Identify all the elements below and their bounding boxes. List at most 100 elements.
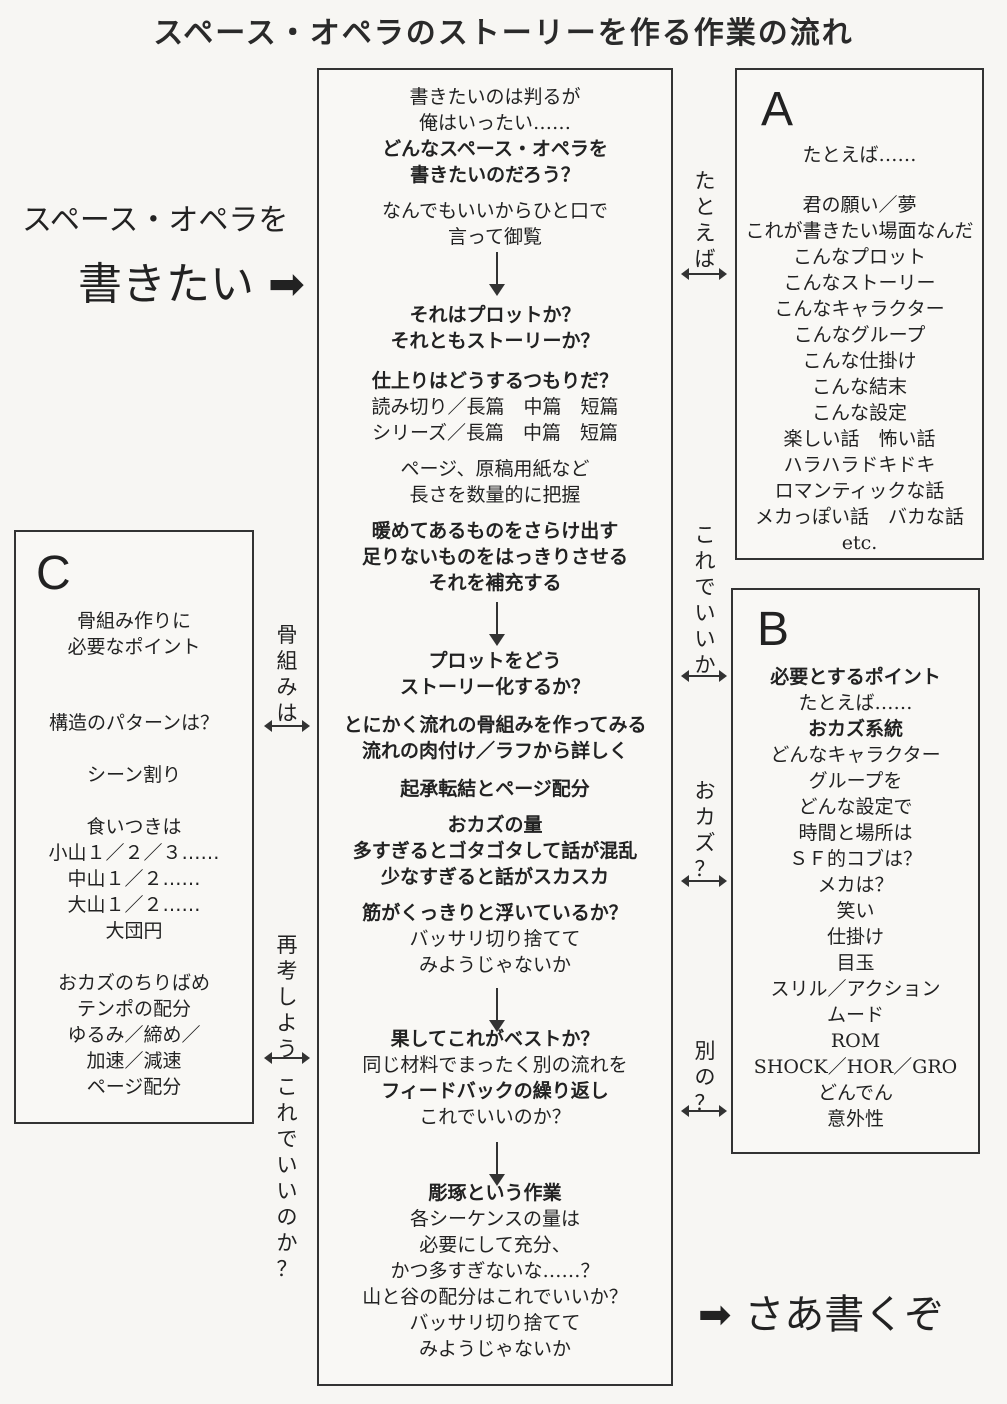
box-a-item: こんなプロット <box>792 246 926 268</box>
box-c-item: 大山１／２…… <box>67 894 201 916</box>
box-c: C 骨組み作りに必要なポイント構造のパターンは？シーン割り食いつきは小山１／２／… <box>14 530 254 1124</box>
box-a-item: こんな設定 <box>811 402 907 424</box>
box-c-item: ページ配分 <box>86 1076 182 1098</box>
box-b-item: おカズ系統 <box>807 718 903 740</box>
center-line: 同じ材料でまったく別の流れを <box>362 1054 628 1076</box>
center-line: 起承転結とページ配分 <box>400 778 590 800</box>
box-b-item: 笑い <box>836 900 875 922</box>
flow-arrow-3 <box>487 988 507 1032</box>
center-line: 多すぎるとゴタゴタして話が混乱 <box>352 840 638 862</box>
box-b-item: スリル／アクション <box>770 978 941 1000</box>
center-line: 足りないものをはっきりさせる <box>361 546 628 568</box>
center-line: どんなスペース・オペラを <box>382 138 608 160</box>
center-line: みようじゃないか <box>418 954 571 976</box>
center-line: なんでもいいからひと口で <box>381 200 609 222</box>
connector-koredeiika: これでいいか <box>694 523 716 677</box>
connector-arrow-c2 <box>264 1052 310 1064</box>
flow-arrow-2 <box>487 602 507 646</box>
center-line: 読み切り／長篇 中篇 短篇 <box>371 396 619 418</box>
box-b-item: SHOCK／HOR／GRO <box>753 1056 958 1078</box>
box-a-item: etc. <box>841 532 878 554</box>
box-c-item: おカズのちりばめ <box>57 972 210 994</box>
center-line: 暖めてあるものをさらけ出す <box>371 520 619 542</box>
box-c-item: 食いつきは <box>86 816 182 838</box>
box-a-item: ハラハラドキドキ <box>783 454 936 476</box>
center-line: 必要にして充分、 <box>419 1234 571 1256</box>
center-line: それはプロットか？ <box>409 304 581 326</box>
center-line: 流れの肉付け／ラフから詳しく <box>361 740 628 762</box>
box-a-item: メカっぽい話 バカな話 <box>754 506 964 528</box>
box-b-item: 仕掛け <box>826 926 884 948</box>
flow-arrow-4 <box>487 1142 507 1186</box>
center-line: フィードバックの繰り返し <box>381 1080 609 1102</box>
center-line: 書きたいのは判るが <box>409 86 581 108</box>
center-line: シリーズ／長篇 中篇 短篇 <box>371 422 619 444</box>
connector-arrow-a <box>681 268 727 280</box>
box-b-item: 時間と場所は <box>798 822 913 844</box>
box-b-item: 目玉 <box>836 952 875 974</box>
box-b-item: どんな設定で <box>798 796 913 818</box>
box-a-item: 楽しい話 怖い話 <box>783 428 936 450</box>
center-line: 仕上りはどうするつもりだ？ <box>371 370 619 392</box>
center-line: 山と谷の配分はこれでいいか？ <box>362 1286 628 1308</box>
center-line: 各シーケンスの量は <box>409 1208 581 1230</box>
box-a-item: こんな仕掛け <box>802 350 917 372</box>
box-a-item: たとえば…… <box>802 144 917 166</box>
box-a-item: これが書きたい場面なんだ <box>745 220 974 242</box>
box-c-item: シーン割り <box>86 764 182 786</box>
flow-arrow-1 <box>487 252 507 296</box>
left-label-line2: 書きたい ➡ <box>78 259 305 310</box>
connector-arrow-b3 <box>681 1105 727 1117</box>
connector-arrow-b1 <box>681 670 727 682</box>
box-a: A たとえば…… 君の願い／夢これが書きたい場面なんだこんなプロットこんなストーリ… <box>735 68 984 560</box>
box-b-item: ROM <box>830 1030 881 1052</box>
center-line: バッサリ切り捨てて <box>409 928 581 950</box>
box-a-item: 君の願い／夢 <box>802 194 917 216</box>
center-line: プロットをどう <box>428 650 562 672</box>
box-a-item: こんなグループ <box>793 324 926 346</box>
connector-tatoeba: たとえば <box>694 169 716 271</box>
center-line: みようじゃないか <box>418 1338 571 1360</box>
center-line: 筋がくっきりと浮いているか？ <box>362 902 628 924</box>
box-c-letter: C <box>36 547 71 600</box>
box-b-item: 意外性 <box>826 1108 884 1130</box>
box-c-item: ゆるみ／締め／ <box>67 1024 201 1046</box>
box-c-item: 中山１／２…… <box>67 868 201 890</box>
box-a-item: ロマンティックな話 <box>774 480 945 502</box>
center-line: それともストーリーか？ <box>390 330 600 352</box>
center-line: ページ、原稿用紙など <box>400 458 590 480</box>
box-b-letter: B <box>757 603 790 656</box>
center-flow-box: 書きたいのは判るが俺はいったい…… どんなスペース・オペラを書きたいのだろう？ なん… <box>317 68 673 1386</box>
connector-koredeiinoka: これでいいのか？ <box>276 1075 298 1281</box>
center-line: 彫琢という作業 <box>428 1182 562 1204</box>
center-line: それを補充する <box>428 572 562 594</box>
center-line: おカズの量 <box>447 814 543 836</box>
box-b-item: たとえば…… <box>798 692 913 714</box>
box-b-item: どんでん <box>817 1082 894 1104</box>
connector-honegumi: 骨組みは <box>276 623 298 725</box>
center-line: これでいいのか？ <box>419 1106 571 1128</box>
box-a-letter: A <box>761 83 794 136</box>
box-c-item: 構造のパターンは？ <box>48 712 220 734</box>
page-title: スペース・オペラのストーリーを作る作業の流れ <box>153 16 854 51</box>
connector-saikou: 再考しよう <box>276 933 298 1061</box>
center-line: 俺はいったい…… <box>418 112 571 134</box>
box-c-item: 小山１／２／３…… <box>48 842 220 864</box>
connector-arrow-c1 <box>264 720 310 732</box>
box-b-item: メカは？ <box>817 874 894 896</box>
center-line: 果してこれがベストか？ <box>390 1028 600 1050</box>
box-c-item: 骨組み作りに <box>76 610 191 632</box>
center-line: とにかく流れの骨組みを作ってみる <box>343 714 647 736</box>
center-line: 書きたいのだろう？ <box>410 164 580 186</box>
connector-okazu: おカズ？ <box>694 779 716 881</box>
box-b-item: どんなキャラクター <box>770 744 941 766</box>
box-b: B 必要とするポイントたとえば……おカズ系統どんなキャラクターグループをどんな設… <box>731 588 980 1154</box>
box-c-item: 加速／減速 <box>86 1050 182 1072</box>
center-line: 長さを数量的に把握 <box>409 484 581 506</box>
box-b-item: ムード <box>826 1004 884 1026</box>
connector-betsuno: 別の？ <box>694 1039 716 1115</box>
box-a-item: こんなストーリー <box>783 272 936 294</box>
box-c-item: テンポの配分 <box>76 998 191 1020</box>
box-a-item: こんなキャラクター <box>774 298 945 320</box>
connector-arrow-b2 <box>681 875 727 887</box>
